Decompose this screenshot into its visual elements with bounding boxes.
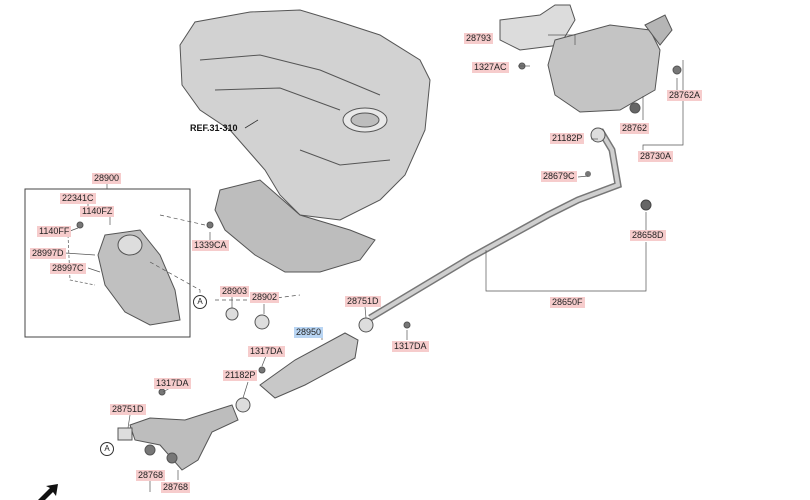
part-label-21182p-top[interactable]: 21182P	[550, 133, 585, 144]
front-muffler	[235, 317, 411, 413]
part-label-28658d[interactable]: 28658D	[630, 230, 666, 241]
part-label-1339ca[interactable]: 1339CA	[192, 240, 229, 251]
marker-a-icon: A	[100, 442, 114, 456]
part-label-28768-b[interactable]: 28768	[161, 482, 191, 493]
part-label-1317da-right[interactable]: 1317DA	[392, 341, 429, 352]
part-label-28903[interactable]: 28903	[220, 286, 250, 297]
part-label-28762a[interactable]: 28762A	[667, 90, 703, 101]
ref-31-310: REF.31-310	[190, 123, 238, 133]
part-label-21182p-mid[interactable]: 21182P	[223, 370, 258, 381]
part-label-28751d-left[interactable]: 28751D	[110, 404, 146, 415]
part-label-28900[interactable]: 28900	[92, 173, 122, 184]
part-label-22341c[interactable]: 22341C	[60, 193, 96, 204]
part-label-1327ac[interactable]: 1327AC	[472, 62, 509, 73]
part-label-28751d-top[interactable]: 28751D	[345, 296, 381, 307]
part-label-28730a[interactable]: 28730A	[638, 151, 674, 162]
part-label-1317da-left[interactable]: 1317DA	[154, 378, 191, 389]
part-label-28902[interactable]: 28902	[250, 292, 280, 303]
center-pipe	[368, 127, 652, 322]
part-label-28679c[interactable]: 28679C	[541, 171, 577, 182]
orientation-arrow-icon	[38, 484, 58, 500]
part-label-28997d[interactable]: 28997D	[30, 248, 66, 259]
part-label-1140fz[interactable]: 1140FZ	[80, 206, 115, 217]
fuel-tank	[179, 9, 431, 273]
part-label-28762[interactable]: 28762	[620, 123, 650, 134]
part-label-1140ff[interactable]: 1140FF	[37, 226, 72, 237]
part-label-28768-a[interactable]: 28768	[136, 470, 166, 481]
ref-leader	[244, 119, 259, 129]
part-label-28650f[interactable]: 28650F	[550, 297, 585, 308]
front-pipe	[117, 388, 239, 471]
catalytic-converter	[76, 221, 270, 330]
part-label-1317da-mid[interactable]: 1317DA	[248, 346, 285, 357]
part-label-28950[interactable]: 28950	[294, 327, 324, 338]
part-label-28793[interactable]: 28793	[464, 33, 494, 44]
muffler-assembly	[499, 4, 682, 114]
part-label-28997c[interactable]: 28997C	[50, 263, 86, 274]
marker-a-icon: A	[193, 295, 207, 309]
catalytic-group-box	[24, 188, 191, 338]
